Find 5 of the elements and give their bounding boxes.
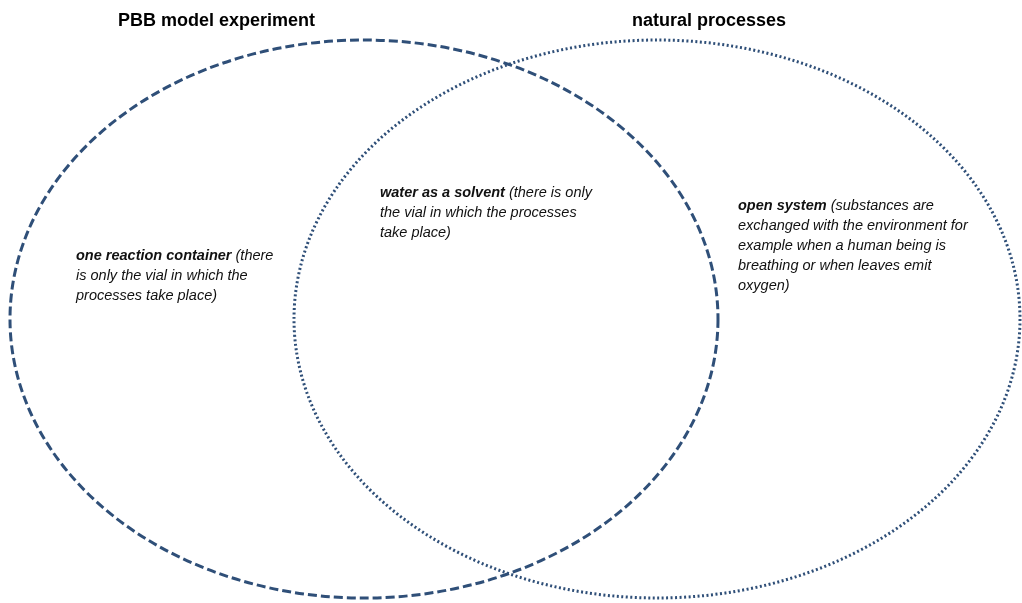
set-heading: PBB model experiment [118,10,316,31]
set-description: open system (substances are exchanged with the environment for example when a human being is breathing or when leaves emit oxygen) [738,196,970,295]
set-description: one reaction container (there is only the vial in which the processes take place) [76,246,275,305]
overlap-description: water as a solvent (there is only the vial in which the processes take place) [380,183,594,242]
set-heading: natural processes [632,10,787,31]
